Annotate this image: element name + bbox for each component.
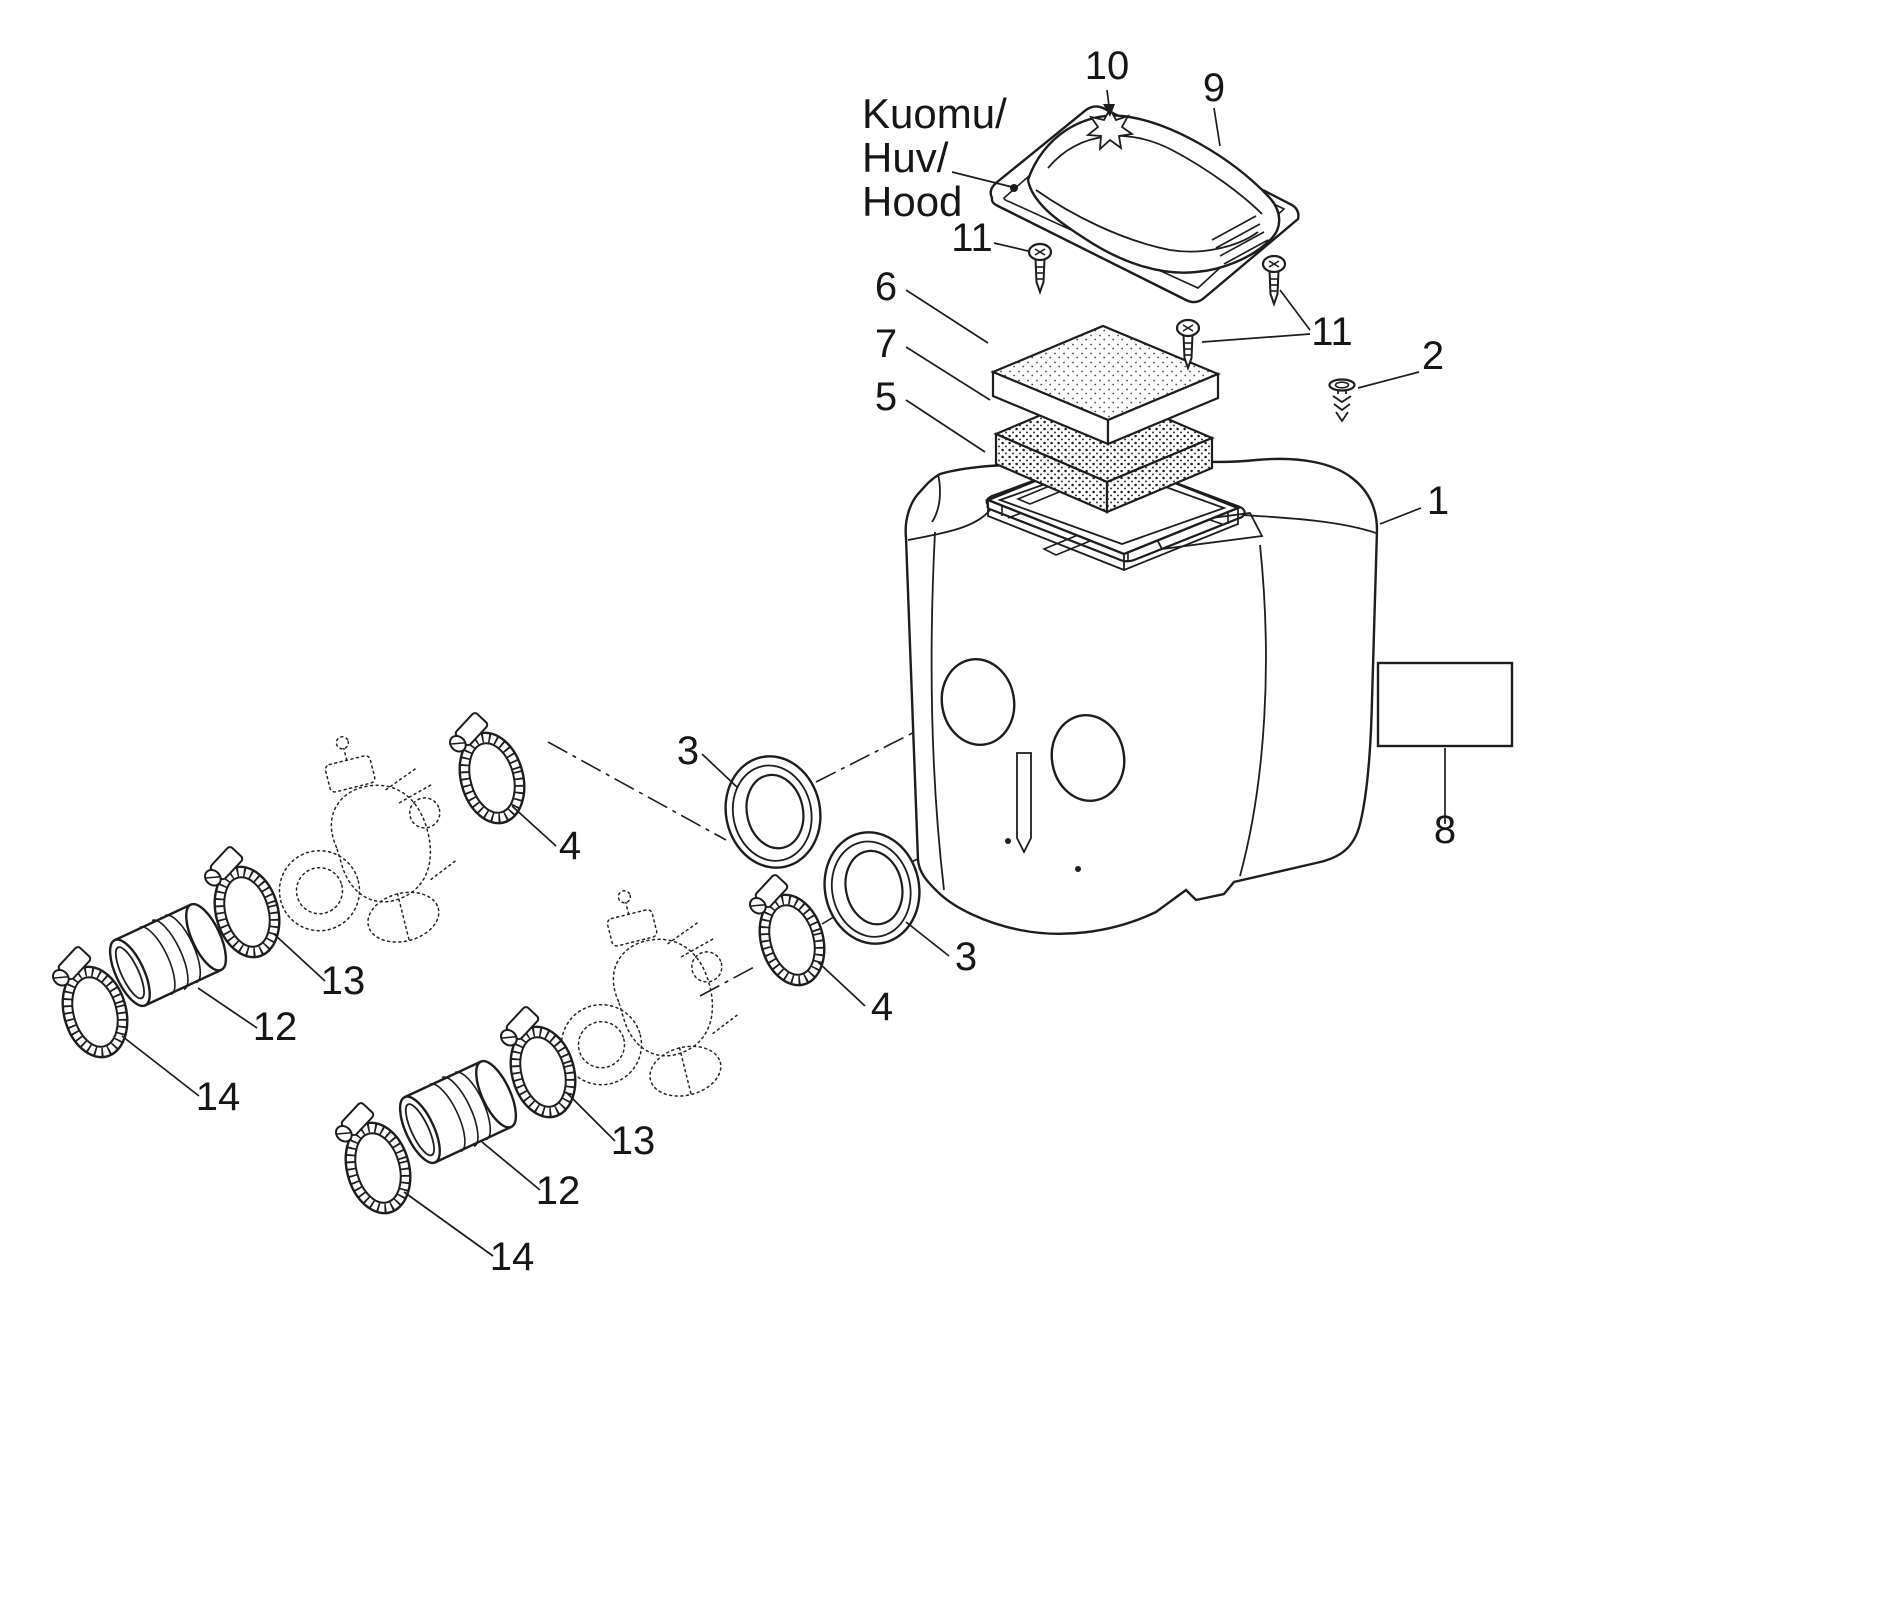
callout-3-upper: 3 (677, 729, 699, 773)
intake-opening-upper (940, 657, 1016, 747)
callout-4-upper: 4 (559, 824, 581, 868)
callout-13-lower: 13 (611, 1119, 656, 1163)
callout-4-lower: 4 (871, 985, 893, 1029)
hood-screw-rear-right (1261, 254, 1287, 306)
sealing-ring-lower (813, 822, 931, 954)
callout-10: 10 (1085, 44, 1130, 88)
hose-clamp-lower (740, 866, 833, 994)
callout-7: 7 (875, 322, 897, 366)
callout-1: 1 (1427, 479, 1449, 523)
callout-8: 8 (1434, 808, 1456, 852)
leader-lines (121, 89, 1446, 1257)
callout-numbers: 10 9 11 6 7 5 11 2 1 8 3 4 13 12 14 3 4 … (196, 44, 1456, 1279)
callout-6: 6 (875, 265, 897, 309)
decal (1376, 661, 1514, 748)
hood-label-line-2: Huv/ (862, 134, 949, 181)
sealing-ring-upper (714, 746, 832, 878)
callout-14-upper: 14 (196, 1075, 241, 1119)
callout-9: 9 (1203, 66, 1225, 110)
hood-label-line-1: Kuomu/ (862, 90, 1007, 137)
arrowhead (1103, 104, 1115, 117)
air-filter-element (990, 324, 1221, 446)
intake-opening-lower (1050, 713, 1126, 803)
hood-vent-ribs (1211, 215, 1269, 265)
callout-5: 5 (875, 375, 897, 419)
callout-11-right: 11 (1311, 310, 1353, 354)
hood-retainer-clip (1085, 107, 1135, 152)
callout-2: 2 (1422, 334, 1444, 378)
hood-text-label: Kuomu/ Huv/ Hood (862, 90, 1007, 225)
hood-label-line-3: Hood (862, 178, 962, 225)
callout-12-upper: 12 (253, 1005, 298, 1049)
callout-3-lower: 3 (955, 935, 977, 979)
hood-screw-front (1027, 242, 1053, 294)
connector-sleeve-lower (389, 1052, 527, 1172)
push-rivet (1328, 378, 1356, 423)
callout-11-left: 11 (951, 216, 993, 260)
callout-13-upper: 13 (321, 959, 366, 1003)
callout-12-lower: 12 (536, 1169, 581, 1213)
callout-14-lower: 14 (490, 1235, 535, 1279)
